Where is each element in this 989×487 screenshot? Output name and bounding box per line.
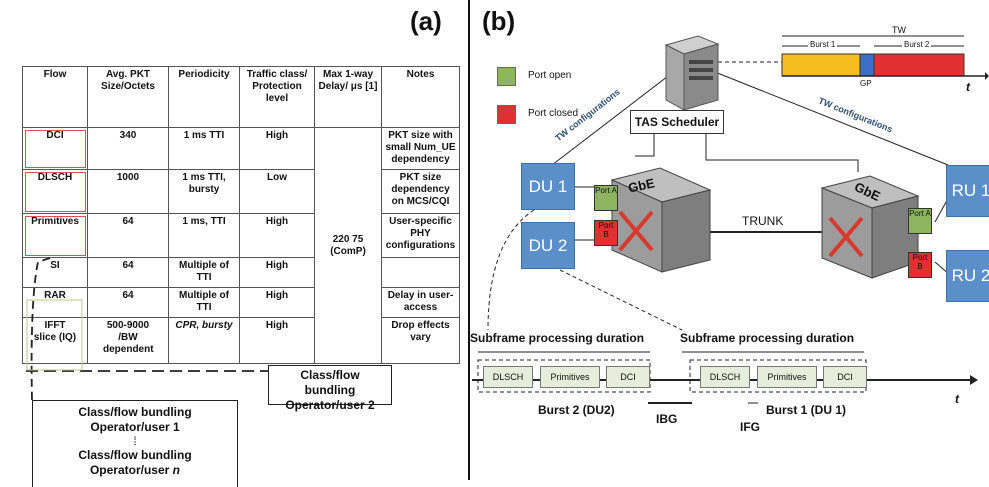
cell-flow: DLSCH [22,169,88,214]
line-sched-du1 [551,69,677,166]
cell-size: 500-9000 /BW dependent [87,317,169,364]
gbe-switch-1 [610,167,712,273]
bundle-user1-line2: Operator/user 1 [90,420,180,434]
table-row: RAR 64 Multiple of TTI High Delay in use… [22,287,460,318]
port-b-switch1: Port B [594,220,618,246]
cell-notes: Drop effects vary [381,317,460,364]
trunk-label: TRUNK [742,214,784,228]
bundle-users-box: Class/flow bundling Operator/user 1 ⁞ Cl… [32,400,238,487]
dash-du1-burst [487,209,535,331]
flow-table: Flow Avg. PKT Size/Octets Periodicity Tr… [22,66,460,364]
burst1-label: Burst 1 [808,40,838,49]
delay-text: 220 75 (ComP) [330,233,366,257]
table-row: Primitives 64 1 ms, TTI High User-specif… [22,213,460,258]
du1-box: DU 1 [521,163,575,210]
tw-label: TW [890,25,908,35]
burst2-du2-frame [477,359,651,393]
cell-class: High [239,257,315,288]
legend-open-label: Port open [528,70,572,81]
cell-size-text: 500-9000 /BW dependent [103,320,154,355]
bundle-user1-line1: Class/flow bundling [78,405,192,419]
cell-notes: Delay in user-access [381,287,460,318]
pkt-primitives-du1: Primitives [757,366,817,388]
col-header: Avg. PKT Size/Octets [87,66,169,128]
legend-open-swatch [497,67,516,86]
port-b-switch2: Port B [908,252,932,278]
pkt-primitives-du2: Primitives [540,366,600,388]
port-a-switch1: Port A [594,185,618,211]
table-row: IFFT slice (IQ) 500-9000 /BW dependent C… [22,317,460,364]
cell-period: Multiple of TTI [168,287,240,318]
cell-flow: SI [22,257,88,288]
col-header: Traffic class/ Protection level [239,66,315,128]
burst1-du1-label: Burst 1 (DU 1) [766,403,847,417]
cell-delay: 220 75 (ComP) [314,127,382,364]
table-header-row: Flow Avg. PKT Size/Octets Periodicity Tr… [22,66,460,128]
gp-bar [859,53,875,77]
cell-period: CPR, bursty [168,317,240,364]
cell-class: Low [239,169,315,214]
server-icon [664,35,720,111]
panel-divider [468,0,470,480]
bundle-dots: ⁞ [133,434,137,448]
legend-closed-swatch [497,105,516,124]
cell-flow: IFFT slice (IQ) [22,317,88,364]
ifg-label: IFG [740,420,760,434]
network-lines [487,35,951,331]
cell-class: High [239,213,315,258]
dashed-bracket-left [30,257,51,401]
dash-du2-burst [559,269,683,331]
tw-timing-diagram [781,35,989,80]
col-header: Notes [381,66,460,128]
line-sched-gbe1 [635,132,655,157]
burst1-bar [781,53,861,77]
cell-size: 64 [87,213,169,258]
pkt-dci-du1: DCI [823,366,867,388]
bundle-connectors [26,257,268,401]
burst2-bar [873,53,965,77]
cell-flow: Primitives [22,213,88,258]
panel-a-label: (a) [410,6,442,36]
time-label-top: t [966,80,970,94]
du2-box: DU 2 [521,222,575,269]
cell-flow-text: IFFT slice (IQ) [33,320,77,343]
bundle-usern-line1: Class/flow bundling [78,448,192,462]
bundle-usern-n: n [172,463,181,477]
col-header: Max 1-way Delay/ μs [1] [314,66,382,128]
iq-highlight [26,299,83,371]
ru1-box: RU 1 [946,165,989,217]
bundle-user2-text: Class/flow bundling Operator/user 2 [285,368,375,412]
col-header: Flow [22,66,88,128]
subframe-label-left: Subframe processing duration [470,331,645,345]
cell-class: High [239,317,315,364]
legend-closed-label: Port closed [528,108,579,119]
subframe-label-right: Subframe processing duration [680,331,855,345]
burst2-du2-label: Burst 2 (DU2) [538,403,615,417]
ibg-label: IBG [656,412,678,426]
tas-scheduler-box: TAS Scheduler [630,110,724,134]
line-sched-gbe2 [705,132,859,172]
pkt-dlsch-du1: DLSCH [700,366,750,388]
panel-b-label: (b) [482,6,516,36]
cell-flow: DCI [22,127,88,170]
burst2-label: Burst 2 [902,40,932,49]
bundle-usern-prefix: Operator/user [89,463,173,477]
cell-notes-text: Drop effects vary [391,320,450,343]
port-a-switch2: Port A [908,208,932,234]
bundle-user2-box: Class/flow bundling Operator/user 2 [268,365,392,412]
bundle-usern-line2: Operator/user n [33,463,237,478]
line-sched-ru1 [709,69,949,166]
cell-notes: PKT size dependency on MCS/CQI [381,169,460,214]
time-label-bottom: t [955,392,959,406]
burst-timeline [472,351,978,404]
gbe-switch-2 [820,175,920,279]
ru2-box: RU 2 [946,250,989,302]
pkt-dci-du2: DCI [606,366,650,388]
pkt-dlsch-du2: DLSCH [483,366,533,388]
gp-label: GP [860,79,872,88]
table-row: DLSCH 1000 1 ms TTI, bursty Low PKT size… [22,169,460,214]
